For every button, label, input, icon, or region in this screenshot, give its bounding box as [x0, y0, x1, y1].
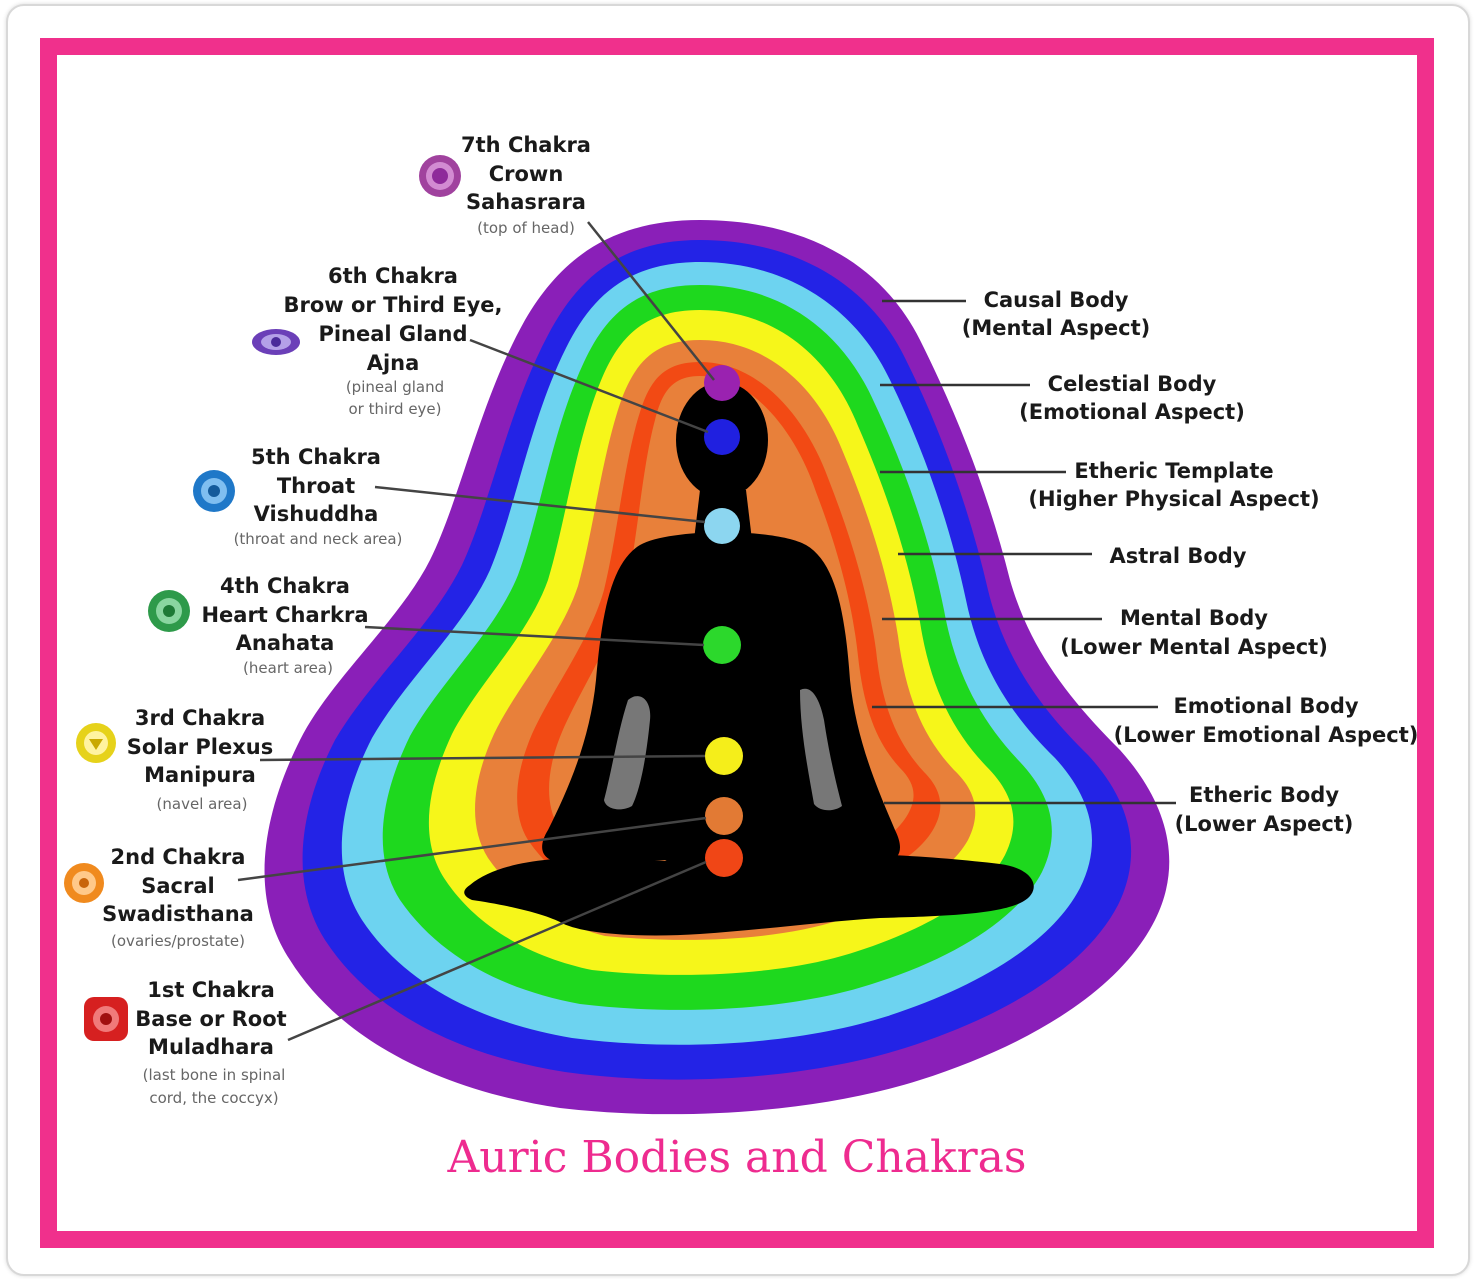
heart-chakra-dot	[703, 626, 741, 664]
emotional-line-2: (Lower Emotional Aspect)	[1114, 723, 1419, 747]
crown-line-1: 7th Chakra	[461, 133, 591, 157]
causal-body-label: Causal Body (Mental Aspect)	[962, 288, 1151, 340]
root-note-2: cord, the coccyx)	[149, 1089, 278, 1107]
heart-chakra-icon	[148, 590, 190, 632]
astral-line-1: Astral Body	[1110, 544, 1247, 568]
etheric-body-label: Etheric Body (Lower Aspect)	[1175, 783, 1354, 836]
third-eye-line-1: 6th Chakra	[328, 264, 458, 288]
root-note-1: (last bone in spinal	[143, 1066, 286, 1084]
crown-line-3: Sahasrara	[466, 190, 586, 214]
sacral-line-1: 2nd Chakra	[111, 845, 246, 869]
heart-line-1: 4th Chakra	[220, 574, 350, 598]
sacral-line-2: Sacral	[141, 874, 214, 898]
heart-line-2: Heart Charkra	[201, 603, 368, 627]
emotional-body-label: Emotional Body (Lower Emotional Aspect)	[1114, 694, 1419, 747]
throat-line-3: Vishuddha	[254, 502, 379, 526]
root-chakra-icon	[84, 997, 128, 1041]
solar-plexus-line-2: Solar Plexus	[127, 735, 273, 759]
heart-chakra-label: 4th Chakra Heart Charkra Anahata (heart …	[201, 574, 368, 677]
astral-body-label: Astral Body	[1110, 544, 1247, 568]
etheric-line-1: Etheric Body	[1189, 783, 1339, 807]
throat-chakra-icon	[193, 470, 235, 512]
etheric-line-2: (Lower Aspect)	[1175, 812, 1354, 836]
solar-plexus-chakra-label: 3rd Chakra Solar Plexus Manipura (navel …	[127, 706, 273, 813]
crown-chakra-label: 7th Chakra Crown Sahasrara (top of head)	[461, 133, 591, 237]
etheric-template-label: Etheric Template (Higher Physical Aspect…	[1028, 459, 1319, 511]
throat-line-1: 5th Chakra	[251, 445, 381, 469]
third-eye-line-3: Pineal Gland	[318, 322, 467, 346]
sacral-note-1: (ovaries/prostate)	[111, 932, 245, 950]
sacral-chakra-label: 2nd Chakra Sacral Swadisthana (ovaries/p…	[102, 845, 254, 950]
root-line-3: Muladhara	[148, 1035, 274, 1059]
etheric-template-line-1: Etheric Template	[1074, 459, 1273, 483]
throat-line-2: Throat	[277, 474, 355, 498]
sacral-chakra-dot	[705, 797, 743, 835]
sacral-line-3: Swadisthana	[102, 902, 254, 926]
diagram-caption: Auric Bodies and Chakras	[0, 1132, 1474, 1183]
causal-line-1: Causal Body	[984, 288, 1129, 312]
root-chakra-dot	[705, 839, 743, 877]
third-eye-chakra-dot	[704, 419, 740, 455]
mental-line-1: Mental Body	[1120, 606, 1268, 630]
causal-line-2: (Mental Aspect)	[962, 316, 1151, 340]
throat-chakra-dot	[704, 508, 740, 544]
third-eye-line-2: Brow or Third Eye,	[283, 293, 502, 317]
throat-note-1: (throat and neck area)	[234, 530, 403, 548]
solar-plexus-note-1: (navel area)	[157, 795, 248, 813]
solar-plexus-chakra-icon	[76, 723, 116, 763]
etheric-template-line-2: (Higher Physical Aspect)	[1028, 487, 1319, 511]
crown-chakra-dot	[704, 365, 740, 401]
celestial-line-2: (Emotional Aspect)	[1019, 400, 1245, 424]
sacral-chakra-icon	[64, 863, 104, 903]
crown-line-2: Crown	[489, 162, 564, 186]
mental-line-2: (Lower Mental Aspect)	[1060, 635, 1328, 659]
root-line-2: Base or Root	[135, 1007, 286, 1031]
third-eye-chakra-icon	[252, 329, 300, 355]
crown-chakra-icon	[419, 155, 461, 197]
heart-line-3: Anahata	[236, 631, 335, 655]
third-eye-note-2: or third eye)	[348, 400, 441, 418]
celestial-line-1: Celestial Body	[1048, 372, 1217, 396]
mental-body-label: Mental Body (Lower Mental Aspect)	[1060, 606, 1328, 659]
throat-chakra-label: 5th Chakra Throat Vishuddha (throat and …	[234, 445, 403, 548]
heart-note-1: (heart area)	[243, 659, 333, 677]
third-eye-note-1: (pineal gland	[346, 378, 444, 396]
solar-plexus-chakra-dot	[705, 737, 743, 775]
root-line-1: 1st Chakra	[147, 978, 275, 1002]
solar-plexus-line-3: Manipura	[144, 763, 256, 787]
third-eye-line-4: Ajna	[367, 351, 420, 375]
crown-note-1: (top of head)	[477, 219, 575, 237]
solar-plexus-line-1: 3rd Chakra	[135, 706, 265, 730]
celestial-body-label: Celestial Body (Emotional Aspect)	[1019, 372, 1245, 424]
root-chakra-label: 1st Chakra Base or Root Muladhara (last …	[135, 978, 286, 1107]
emotional-line-1: Emotional Body	[1173, 694, 1358, 718]
